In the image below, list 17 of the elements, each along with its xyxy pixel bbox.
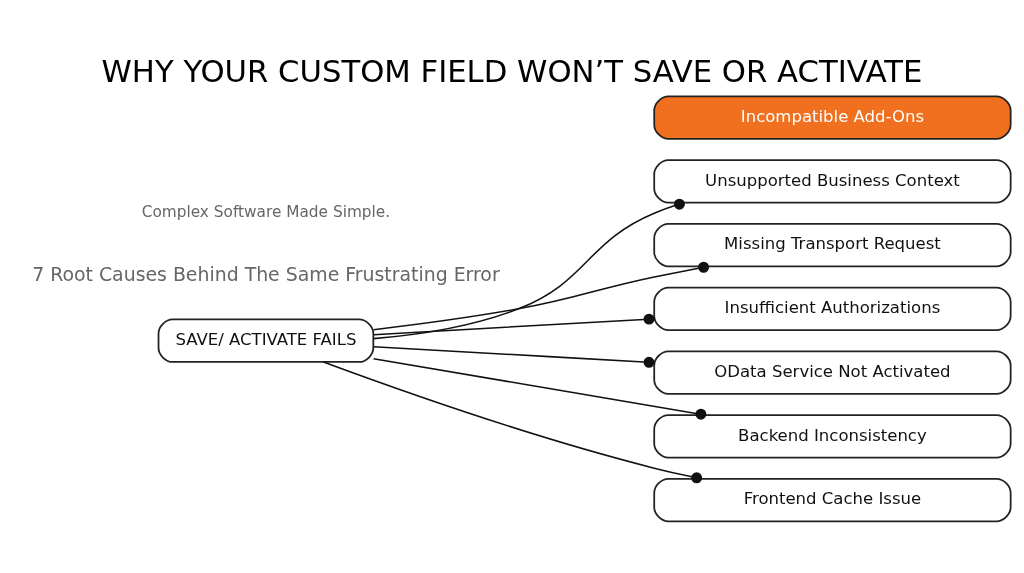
connector (372, 345, 655, 368)
diagram-title: WHY YOUR CUSTOM FIELD WON’T SAVE OR ACTIVATE (101, 53, 923, 89)
node-box: Frontend Cache Issue (653, 477, 1012, 522)
node-box: OData Service Not Activated (653, 349, 1012, 395)
node-box: Insufficient Authorizations (653, 286, 1012, 331)
connector (372, 261, 710, 330)
connector (372, 313, 655, 335)
node-box: SAVE/ ACTIVATE FAILS (157, 318, 375, 363)
node-box: Unsupported Business Context (653, 158, 1012, 203)
connector (372, 198, 685, 339)
node-box: Backend Inconsistency (653, 413, 1012, 458)
connector (322, 360, 703, 483)
label: Complex Software Made Simple. (141, 202, 391, 221)
node-box: Incompatible Add-Ons (653, 95, 1012, 140)
label: 7 Root Causes Behind The Same Frustrating Error (32, 262, 500, 285)
node-box: Missing Transport Request (653, 222, 1012, 267)
connector (372, 357, 707, 420)
